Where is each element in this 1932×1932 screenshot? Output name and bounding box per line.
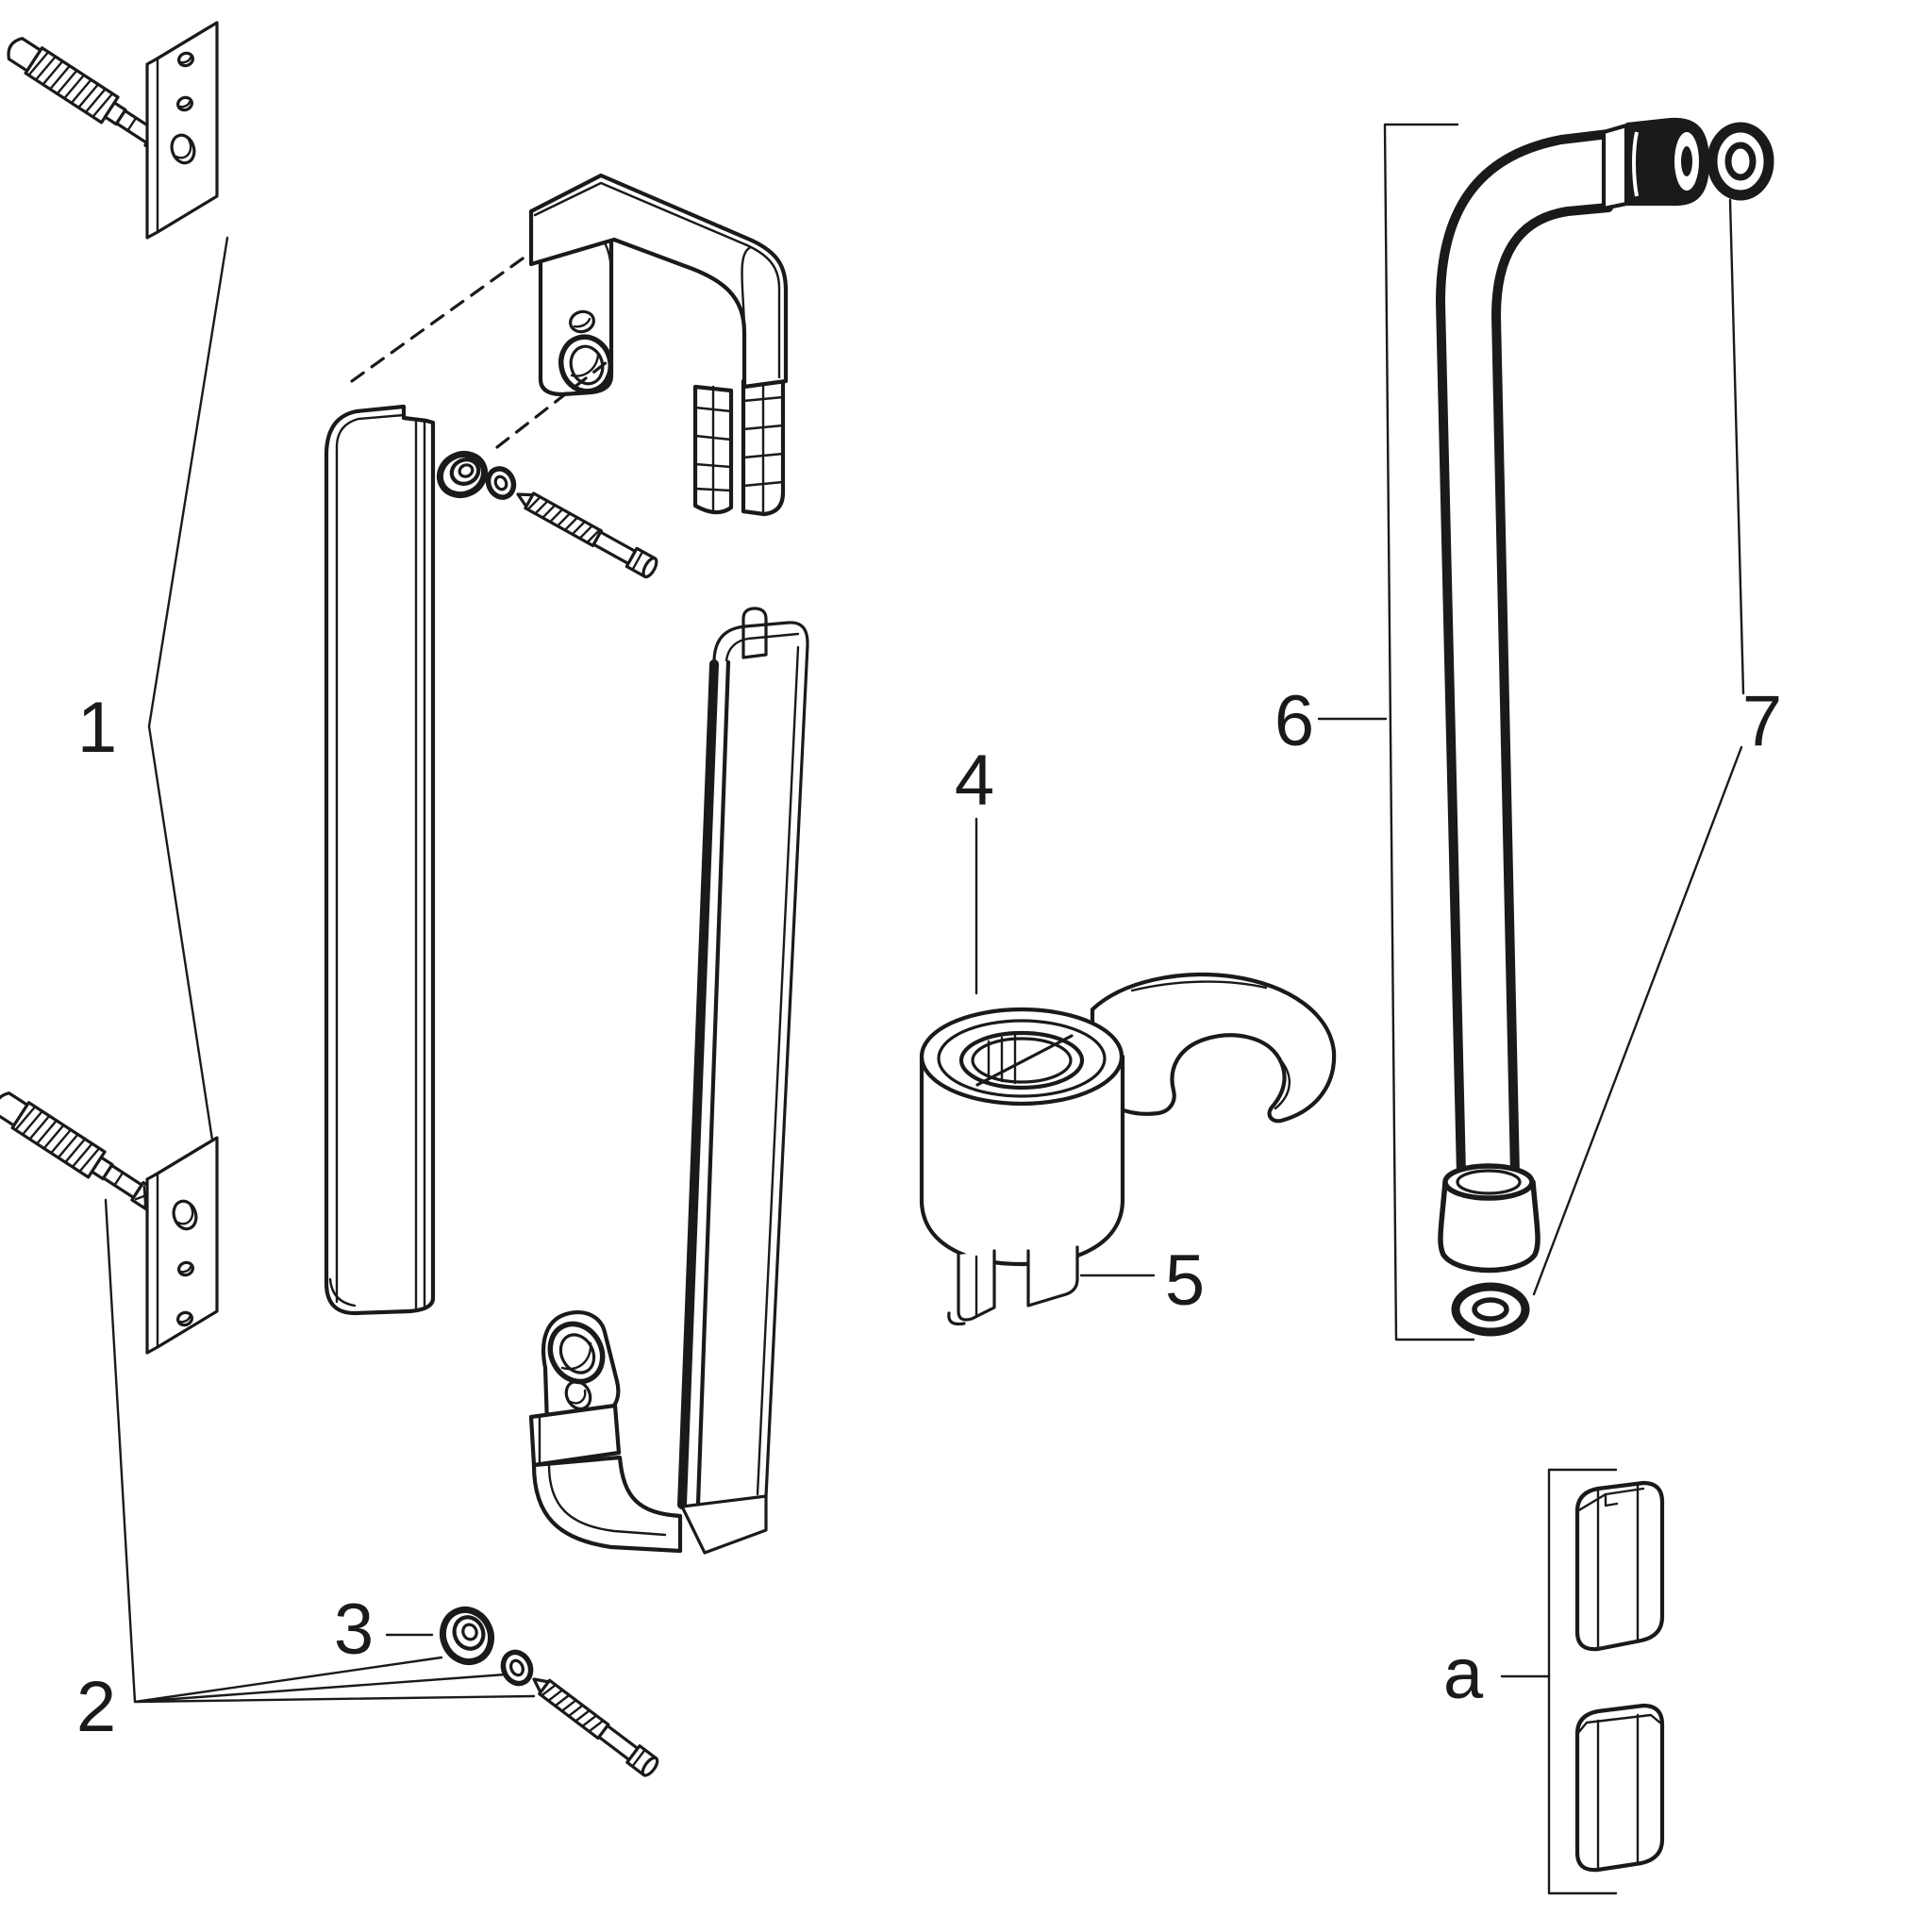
callout-4: 4 bbox=[955, 741, 994, 821]
cover-caps-group: a bbox=[1443, 1468, 1665, 1895]
callout-7: 7 bbox=[1742, 681, 1782, 761]
fastener-set-top bbox=[436, 357, 658, 579]
tube-end-cone bbox=[1438, 1163, 1541, 1274]
washer-nut-top bbox=[436, 450, 489, 499]
assembly-dash-washer bbox=[495, 357, 613, 449]
bracket-collar bbox=[528, 1403, 622, 1468]
bracket-line-6 bbox=[1383, 123, 1475, 1341]
wall-plate-top bbox=[145, 21, 219, 240]
tube-fill bbox=[1441, 134, 1608, 1174]
callout-1: 1 bbox=[77, 688, 117, 768]
bracket-prong-outer bbox=[741, 373, 786, 517]
slider-body bbox=[919, 1007, 1125, 1267]
tube-outer-edge bbox=[1436, 129, 1613, 1179]
wall-bracket-bottom bbox=[528, 1310, 683, 1554]
callout-6: 6 bbox=[1274, 681, 1314, 761]
cover-cap-top bbox=[1574, 1480, 1665, 1652]
tube-connector bbox=[1601, 117, 1709, 211]
o-ring-bottom bbox=[500, 1649, 534, 1687]
leader-1 bbox=[147, 236, 229, 1160]
o-ring-top bbox=[485, 466, 517, 500]
bracket-line-a bbox=[1547, 1468, 1618, 1895]
seal-ring-top bbox=[1707, 122, 1774, 201]
screw-top bbox=[516, 491, 658, 579]
slider-unit: 4 5 bbox=[919, 741, 1337, 1326]
callout-2: 2 bbox=[76, 1667, 116, 1747]
profile-pin bbox=[741, 607, 768, 659]
slider-tabs bbox=[947, 1245, 1079, 1326]
callout-3: 3 bbox=[334, 1590, 374, 1670]
screw-bottom bbox=[532, 1677, 659, 1777]
fastener-set-bottom: 2 3 bbox=[76, 1198, 659, 1777]
wall-bar: 6 7 bbox=[1274, 117, 1782, 1341]
profile-rail-left bbox=[324, 404, 436, 1316]
holder-clip bbox=[1090, 973, 1337, 1124]
bracket-prong-inner bbox=[692, 384, 734, 515]
wall-anchor-bottom bbox=[0, 1086, 166, 1218]
wall-bracket-top bbox=[528, 173, 789, 517]
leader-2 bbox=[104, 1198, 536, 1704]
washer-nut-bottom bbox=[439, 1606, 495, 1666]
profile-rail-right bbox=[677, 607, 809, 1555]
assembly-dash-profile bbox=[350, 247, 538, 383]
callout-a: a bbox=[1443, 1634, 1484, 1714]
bracket-elbow bbox=[531, 1455, 683, 1554]
tube-inner-edge bbox=[1491, 203, 1613, 1179]
wall-plate-bottom bbox=[145, 1136, 219, 1355]
leader-7 bbox=[1532, 198, 1745, 1296]
callout-5: 5 bbox=[1165, 1241, 1205, 1321]
profile-end-cap bbox=[680, 1494, 768, 1555]
seal-ring-bottom bbox=[1451, 1282, 1530, 1337]
cover-cap-bottom bbox=[1574, 1703, 1665, 1873]
part1-group: 1 bbox=[0, 21, 229, 1355]
